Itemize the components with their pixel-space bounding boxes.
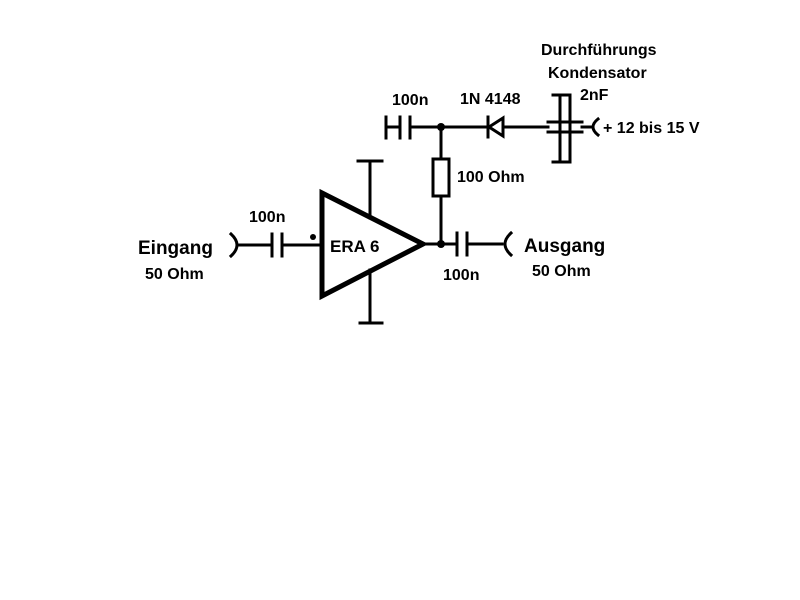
feedthrough-label-line2: Kondensator (548, 65, 647, 82)
input-capacitor-label: 100n (249, 209, 285, 226)
feedthrough-value-label: 2nF (580, 87, 609, 104)
output-impedance-label: 50 Ohm (532, 263, 591, 280)
output-label: Ausgang (524, 236, 605, 257)
bypass-capacitor-label: 100n (392, 92, 428, 109)
bias-resistor (431, 157, 451, 198)
feedthrough-capacitor (546, 93, 584, 164)
input-label: Eingang (138, 238, 213, 259)
input-impedance-label: 50 Ohm (145, 266, 204, 283)
bypass-capacitor (398, 115, 412, 140)
amplifier-label: ERA 6 (330, 237, 379, 256)
diode-label: 1N 4148 (460, 91, 521, 108)
input-connector (228, 231, 239, 259)
resistor-label: 100 Ohm (457, 169, 525, 186)
supply-label: + 12 bis 15 V (603, 120, 700, 137)
amplifier-triangle (319, 188, 429, 301)
output-capacitor-label: 100n (443, 267, 479, 284)
input-coupling-capacitor (270, 232, 284, 258)
feedthrough-label-line1: Durchführungs (541, 42, 657, 59)
output-connector (503, 230, 514, 258)
diode (486, 115, 505, 139)
pin1-marker (310, 234, 316, 240)
output-coupling-capacitor (455, 231, 469, 257)
supply-connector (591, 116, 601, 138)
